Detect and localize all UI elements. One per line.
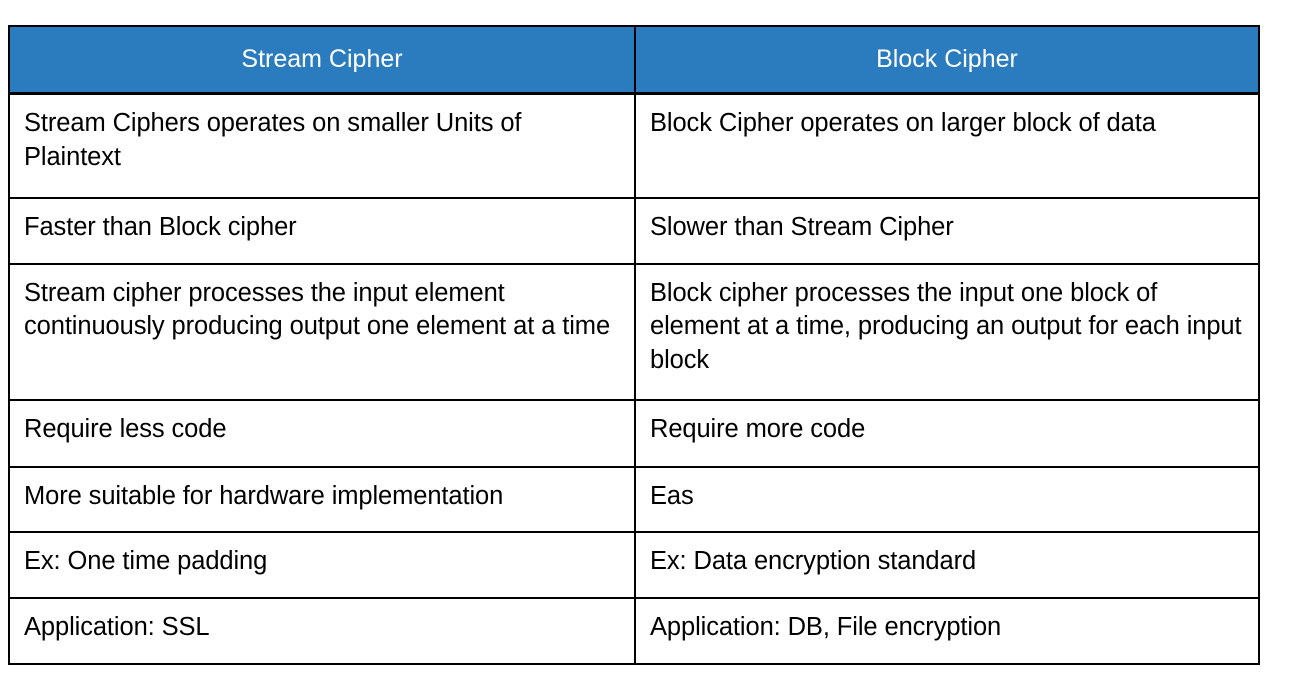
table-row: Stream cipher processes the input elemen… bbox=[8, 262, 1260, 401]
table-row: Stream Ciphers operates on smaller Units… bbox=[8, 92, 1260, 199]
cell-block-cipher-3: Block cipher processes the input one blo… bbox=[634, 262, 1260, 401]
cell-stream-cipher-6: Ex: One time padding bbox=[8, 530, 636, 599]
column-header-stream-cipher: Stream Cipher bbox=[8, 25, 636, 95]
column-header-block-cipher: Block Cipher bbox=[634, 25, 1260, 95]
cell-stream-cipher-4: Require less code bbox=[8, 398, 636, 468]
table-header: Stream Cipher Block Cipher bbox=[8, 25, 1260, 95]
table-row: Ex: One time padding Ex: Data encryption… bbox=[8, 530, 1260, 599]
cell-block-cipher-1: Block Cipher operates on larger block of… bbox=[634, 92, 1260, 199]
cell-stream-cipher-3: Stream cipher processes the input elemen… bbox=[8, 262, 636, 401]
table-row: Faster than Block cipher Slower than Str… bbox=[8, 196, 1260, 265]
cell-block-cipher-4: Require more code bbox=[634, 398, 1260, 468]
table-row: Application: SSL Application: DB, File e… bbox=[8, 596, 1260, 665]
cell-stream-cipher-1: Stream Ciphers operates on smaller Units… bbox=[8, 92, 636, 199]
table-body: Stream Ciphers operates on smaller Units… bbox=[8, 92, 1260, 665]
cell-block-cipher-6: Ex: Data encryption standard bbox=[634, 530, 1260, 599]
cell-stream-cipher-5: More suitable for hardware implementatio… bbox=[8, 465, 636, 533]
cell-stream-cipher-7: Application: SSL bbox=[8, 596, 636, 665]
table-row: More suitable for hardware implementatio… bbox=[8, 465, 1260, 533]
table-row: Require less code Require more code bbox=[8, 398, 1260, 468]
header-row: Stream Cipher Block Cipher bbox=[8, 25, 1260, 95]
cell-stream-cipher-2: Faster than Block cipher bbox=[8, 196, 636, 265]
cell-block-cipher-5: Eas bbox=[634, 465, 1260, 533]
cell-block-cipher-7: Application: DB, File encryption bbox=[634, 596, 1260, 665]
cell-block-cipher-2: Slower than Stream Cipher bbox=[634, 196, 1260, 265]
cipher-comparison-table: Stream Cipher Block Cipher Stream Cipher… bbox=[8, 25, 1260, 665]
